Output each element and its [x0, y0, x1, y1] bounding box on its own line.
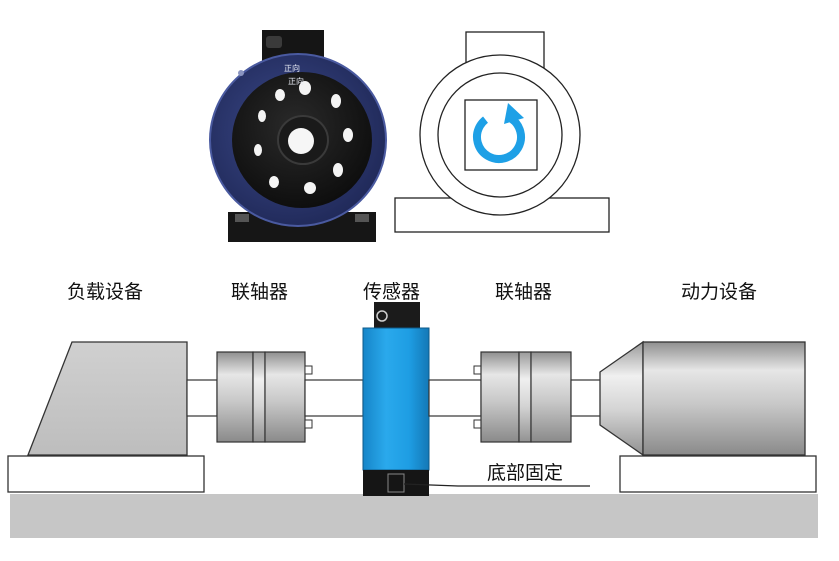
product-mark-top: 正向	[284, 64, 300, 73]
label-load-device: 负载设备	[67, 281, 144, 303]
power-body	[642, 341, 806, 456]
load-shaft	[186, 379, 218, 417]
torque-sensor	[362, 302, 430, 496]
power-base	[619, 455, 817, 493]
sensor-product-photo	[209, 30, 387, 242]
power-shaft	[570, 379, 602, 417]
sensor-connector	[374, 302, 420, 330]
load-body	[27, 341, 188, 456]
coupling-left	[216, 351, 313, 443]
shaft-left-sensor	[304, 379, 364, 417]
product-mark-bottom: 正向	[288, 77, 304, 86]
label-coupling-left: 联轴器	[231, 281, 289, 303]
sensor-blue-body	[362, 327, 430, 471]
coupling-right	[473, 351, 572, 443]
shaft-sensor-right	[428, 379, 482, 417]
sensor-front-schematic	[394, 31, 610, 233]
load-device	[7, 341, 205, 493]
center-bore	[288, 128, 314, 154]
base-fixed-callout-line	[403, 483, 590, 487]
ground-floor	[10, 494, 818, 538]
power-nose	[599, 340, 644, 457]
label-coupling-right: 联轴器	[495, 281, 553, 303]
label-sensor: 传感器	[363, 281, 421, 303]
label-power-device: 动力设备	[681, 281, 758, 303]
connector-plug	[266, 36, 282, 48]
photo-screw	[238, 70, 244, 76]
load-base	[7, 455, 205, 493]
rotation-arrow-icon	[473, 103, 525, 163]
power-device	[599, 340, 817, 493]
bolt-holes	[254, 81, 353, 194]
label-base-fixed: 底部固定	[487, 462, 564, 484]
